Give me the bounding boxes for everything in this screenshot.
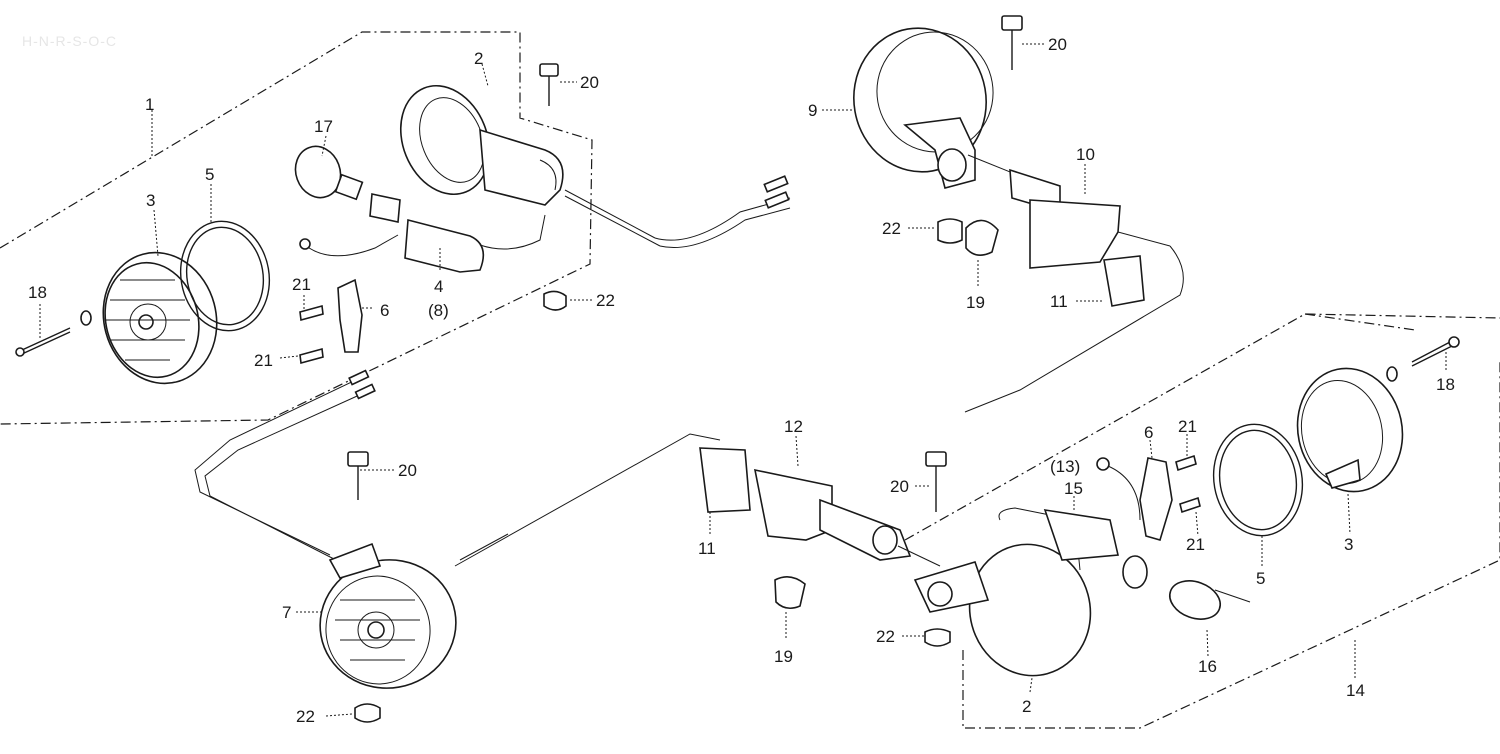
rear-left-turn-signal: [913, 336, 1460, 677]
screws-part-21-right: [1175, 454, 1201, 514]
callout-19-top: 19: [966, 293, 985, 312]
housing-part-2-bottom: [913, 507, 1092, 677]
callout-22-a: 22: [596, 291, 615, 310]
rear-right-turn-signal: [853, 15, 1184, 413]
nut-part-22-d: [924, 628, 951, 647]
callout-21-c: 21: [1178, 417, 1197, 436]
callout-21-b: 21: [254, 351, 273, 370]
callout-11-right: 11: [1050, 292, 1068, 311]
callout-19-bottom: 19: [774, 647, 793, 666]
bolt-part-20-d: [925, 451, 947, 512]
callout-4-sub: (8): [428, 301, 449, 320]
lens-part-3-right: [1296, 367, 1404, 493]
wiring-harness-left: [194, 369, 376, 561]
leader-lines: [39, 43, 1447, 717]
nut-part-22-c: [354, 703, 381, 723]
gasket-part-5-left: [179, 220, 271, 332]
callout-5-right: 5: [1256, 569, 1265, 588]
screws-part-21-left: [299, 304, 324, 365]
grommet-part-19-bottom: [774, 576, 806, 610]
stay-part-10: [964, 168, 1184, 413]
screw-part-18-right: [1386, 336, 1460, 382]
callout-20-d: 20: [890, 477, 909, 496]
gasket-part-5-right: [1212, 423, 1304, 537]
front-right-turn-signal: [194, 369, 951, 723]
callout-2-bottom: 2: [1022, 697, 1031, 716]
callout-22-b: 22: [882, 219, 901, 238]
bolt-part-20-a: [539, 63, 559, 106]
housing-part-2-top: [399, 84, 791, 249]
nut-part-22-b: [937, 218, 963, 244]
bulb-part-17: [294, 145, 364, 201]
callout-7: 7: [282, 603, 291, 622]
callout-2-top: 2: [474, 49, 483, 68]
callout-10: 10: [1076, 145, 1095, 164]
callout-12: 12: [784, 417, 803, 436]
socket-part-4: [299, 193, 546, 273]
callout-labels: 1 2 3 5 17 18 4 (8) 6 21 21 22 20 9 20 1…: [28, 35, 1455, 726]
callout-18-left: 18: [28, 283, 47, 302]
housing-part-7: [319, 542, 457, 689]
plate-part-6-left: [337, 278, 363, 353]
callout-22-d: 22: [876, 627, 895, 646]
callout-20-c: 20: [398, 461, 417, 480]
callout-5-left: 5: [205, 165, 214, 184]
faint-header-code: H-N-R-S-O-C: [22, 33, 117, 49]
callout-13: (13): [1050, 457, 1080, 476]
callout-16: 16: [1198, 657, 1217, 676]
lens-part-9: [853, 27, 1031, 189]
callout-20-b: 20: [1048, 35, 1067, 54]
callout-14: 14: [1346, 681, 1365, 700]
callout-3-left: 3: [146, 191, 155, 210]
callout-1: 1: [145, 95, 154, 114]
nut-part-22-a: [543, 290, 567, 311]
callout-3-right: 3: [1344, 535, 1353, 554]
assembly-boundaries: [0, 31, 1500, 729]
lens-part-3-left: [102, 251, 218, 385]
bracket-part-11-right: [1103, 255, 1145, 307]
socket-part-15: [1043, 457, 1148, 589]
screw-part-18-left: [15, 310, 92, 357]
bolt-part-20-c: [347, 451, 369, 500]
callout-4: 4: [434, 277, 443, 296]
plate-part-6-right: [1139, 457, 1173, 541]
grommet-part-19-top: [965, 219, 999, 256]
bulb-part-16: [1169, 580, 1251, 620]
bolt-part-20-b: [1001, 15, 1023, 70]
callout-21-a: 21: [292, 275, 311, 294]
callout-20-a: 20: [580, 73, 599, 92]
callout-21-d: 21: [1186, 535, 1205, 554]
callout-17: 17: [314, 117, 333, 136]
wire-and-stay-part-12: [454, 433, 941, 567]
callout-6-left: 6: [380, 301, 389, 320]
callout-6-right: 6: [1144, 423, 1153, 442]
callout-22-c: 22: [296, 707, 315, 726]
callout-18-right: 18: [1436, 375, 1455, 394]
front-left-turn-signal: [15, 63, 791, 385]
callout-15: 15: [1064, 479, 1083, 498]
callout-11-mid: 11: [698, 539, 716, 558]
callout-9: 9: [808, 101, 817, 120]
